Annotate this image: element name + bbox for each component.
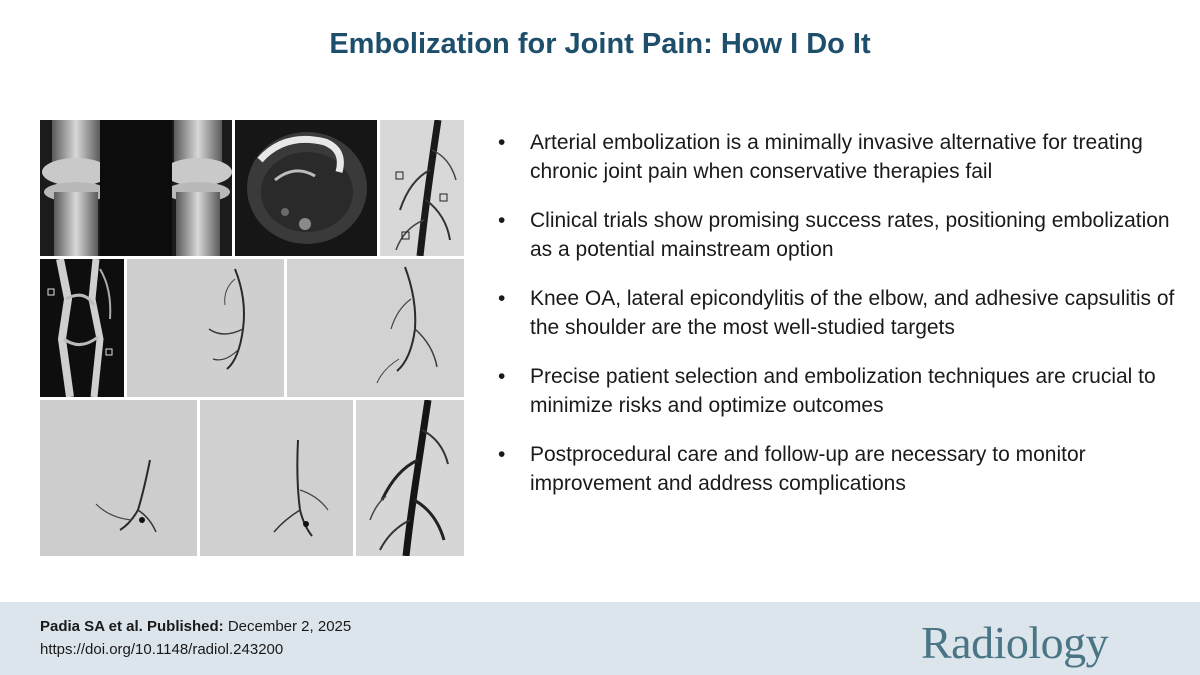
bullet-text: Knee OA, lateral epicondylitis of the el… <box>530 287 1175 339</box>
bullet-glyph: • <box>498 209 506 232</box>
bullet-list: • Arterial embolization is a minimally in… <box>496 128 1186 518</box>
citation-date: December 2, 2025 <box>223 618 352 635</box>
bullet-item: • Precise patient selection and embolizat… <box>496 362 1186 420</box>
citation: Padia SA et al. Published: December 2, 2… <box>40 615 351 661</box>
bullet-item: • Clinical trials show promising success … <box>496 206 1186 264</box>
bullet-glyph: • <box>498 131 506 154</box>
radiology-logo: Radiology <box>921 617 1109 668</box>
citation-doi: https://doi.org/10.1148/radiol.243200 <box>40 641 284 658</box>
angiogram-genicular-3-image <box>40 400 197 556</box>
bullet-text: Arterial embolization is a minimally inv… <box>530 131 1143 183</box>
image-collage <box>40 120 464 556</box>
bullet-glyph: • <box>498 443 506 466</box>
angiogram-leg-final-image <box>356 400 464 556</box>
slide-title: Embolization for Joint Pain: How I Do It <box>329 28 871 60</box>
bullet-item: • Arterial embolization is a minimally in… <box>496 128 1186 186</box>
knee-mri-image <box>235 120 377 256</box>
bullet-item: • Knee OA, lateral epicondylitis of the e… <box>496 284 1186 342</box>
angiogram-genicular-1-image <box>127 259 284 397</box>
angiogram-genicular-4-image <box>200 400 353 556</box>
bullet-glyph: • <box>498 287 506 310</box>
bullet-text: Precise patient selection and embolizati… <box>530 365 1156 417</box>
knee-xray-image <box>40 120 232 256</box>
angiogram-3d-image <box>40 259 124 397</box>
bullet-glyph: • <box>498 365 506 388</box>
bullet-text: Clinical trials show promising success r… <box>530 209 1170 261</box>
bullet-item: • Postprocedural care and follow-up are n… <box>496 440 1186 498</box>
citation-authors: Padia SA et al. Published: <box>40 618 224 635</box>
citation-line: Padia SA et al. Published: December 2, 2… <box>40 615 351 638</box>
angiogram-leg-image <box>380 120 464 256</box>
bullet-text: Postprocedural care and follow-up are ne… <box>530 443 1086 495</box>
angiogram-genicular-2-image <box>287 259 464 397</box>
footer-bar: Padia SA et al. Published: December 2, 2… <box>0 602 1200 675</box>
